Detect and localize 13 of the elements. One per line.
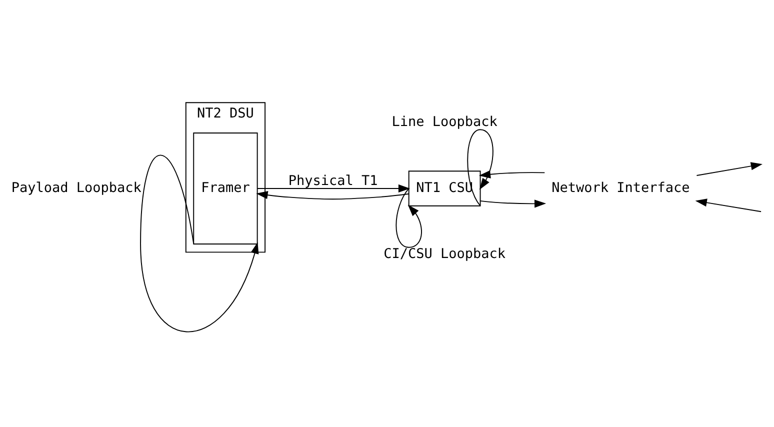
node-box: NT1 CSU	[408, 170, 481, 206]
edge-label: Line Loopback	[392, 114, 498, 130]
edge-label: CI/CSU Loopback	[384, 246, 506, 262]
arrow	[257, 184, 410, 193]
arrow	[695, 198, 762, 212]
edge-label: Physical T1	[288, 172, 378, 189]
arrow	[478, 170, 546, 178]
edge-label: Payload Loopback	[11, 180, 142, 196]
arrow	[256, 191, 410, 200]
node-text: Network Interface	[552, 180, 690, 196]
node-box: Framer	[193, 132, 258, 244]
arrow	[480, 200, 546, 208]
arrow	[696, 162, 762, 176]
